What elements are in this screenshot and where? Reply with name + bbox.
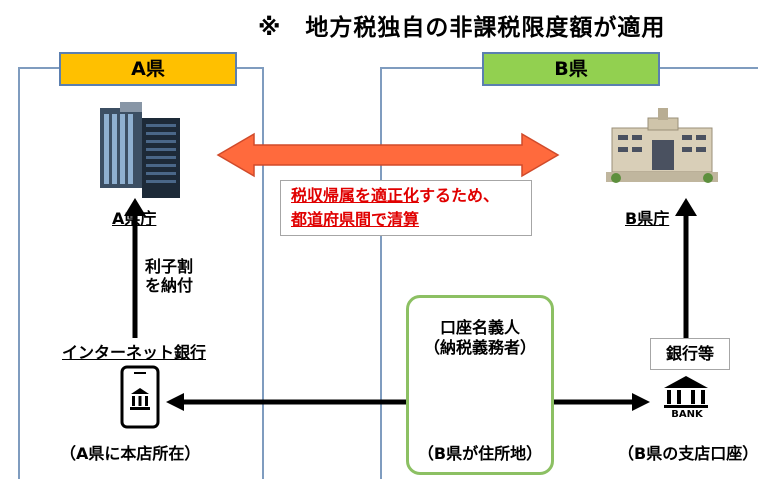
arrow-right [632, 393, 650, 411]
internet-bank-label: インターネット銀行 [62, 343, 207, 362]
arrow-up-a [124, 198, 146, 216]
prefecture-b-tab: B県 [482, 52, 660, 86]
settlement-line1-underlined: 税収帰属を適正化 [291, 186, 420, 205]
payer-box [406, 295, 554, 475]
payer-line1: 口座名義人 [439, 318, 520, 337]
bank-b-label: 銀行等 [650, 338, 730, 370]
note-text: ※ 地方税独自の非課税限度額が適用 [258, 15, 666, 41]
prefecture-b-office-label: B県庁 [625, 209, 670, 228]
payment-label-line2: を納付 [145, 276, 194, 295]
settlement-line1-rest: するため、 [419, 186, 500, 205]
prefecture-a-office-label: A県庁 [112, 209, 157, 228]
bank-b-caption: （B県の支店口座） [618, 444, 758, 463]
payment-label-line1: 利子割 [145, 257, 194, 276]
arrow-up-b [675, 198, 697, 216]
prefecture-a-tab: A県 [59, 52, 237, 86]
bank-icon [664, 376, 708, 408]
building-b-icon [606, 108, 718, 183]
building-a-icon [100, 102, 180, 198]
payer-line2: （納税義務者） [423, 338, 536, 357]
settlement-arrow [216, 132, 560, 178]
bank-icon-text: BANK [671, 409, 703, 420]
payer-caption: （B県が住所地） [417, 444, 543, 463]
internet-bank-caption: （A県に本店所在） [60, 444, 201, 463]
smartphone-bank-icon [120, 365, 160, 429]
settlement-note-box: 税収帰属を適正化するため、 都道府県間で清算 [280, 180, 532, 236]
arrow-left [166, 393, 184, 411]
settlement-line2: 都道府県間で清算 [291, 210, 420, 229]
